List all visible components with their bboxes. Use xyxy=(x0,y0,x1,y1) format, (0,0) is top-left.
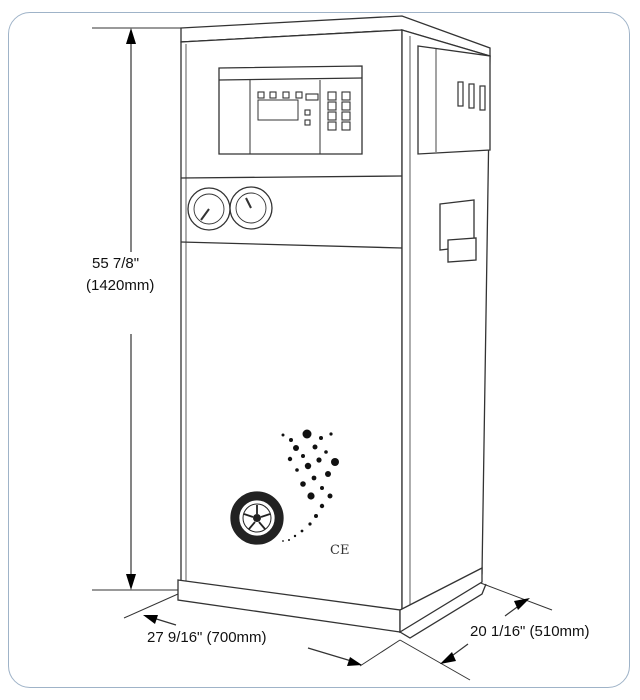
height-mm-label: (1420mm) xyxy=(86,277,155,294)
width-dimension-line xyxy=(123,593,401,667)
control-panel xyxy=(218,65,363,155)
height-dimension-line xyxy=(92,27,183,591)
cabinet xyxy=(177,15,491,639)
height-inches-label: 55 7/8" xyxy=(92,255,140,272)
ce-mark: CE xyxy=(330,543,349,558)
side-socket xyxy=(439,199,477,263)
depth-dimension-line xyxy=(399,581,553,681)
diagram-frame xyxy=(8,12,630,688)
side-electrical-box xyxy=(417,45,491,155)
tire-icon xyxy=(230,491,284,545)
depth-label: 20 1/16" (510mm) xyxy=(470,623,590,640)
bubbles-logo xyxy=(281,429,339,542)
panel-buttons xyxy=(257,91,351,131)
pressure-gauge-right-icon xyxy=(229,186,273,230)
width-label: 27 9/16" (700mm) xyxy=(147,629,267,646)
pressure-gauge-left-icon xyxy=(187,187,231,231)
